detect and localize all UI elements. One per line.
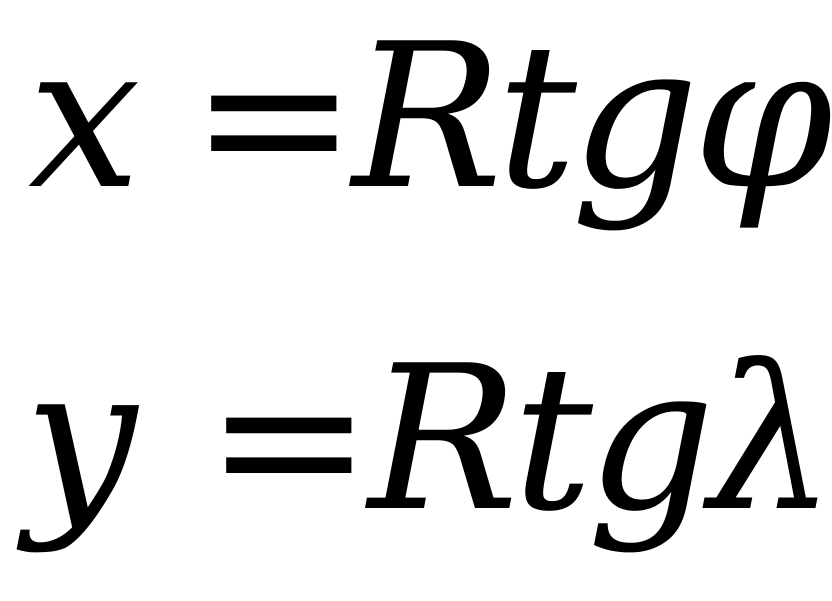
equation-y-lhs: y [24, 323, 137, 556]
equation-y-equals: = [205, 323, 373, 556]
equation-x-equals: = [190, 1, 358, 234]
equation-y: y = Rtgλ [0, 340, 832, 570]
equation-x: x = Rtgφ [0, 18, 832, 248]
equation-x-rhs: Rtgφ [352, 1, 832, 234]
equation-x-lhs: x [28, 1, 141, 234]
equation-y-rhs: Rtgλ [368, 323, 832, 556]
